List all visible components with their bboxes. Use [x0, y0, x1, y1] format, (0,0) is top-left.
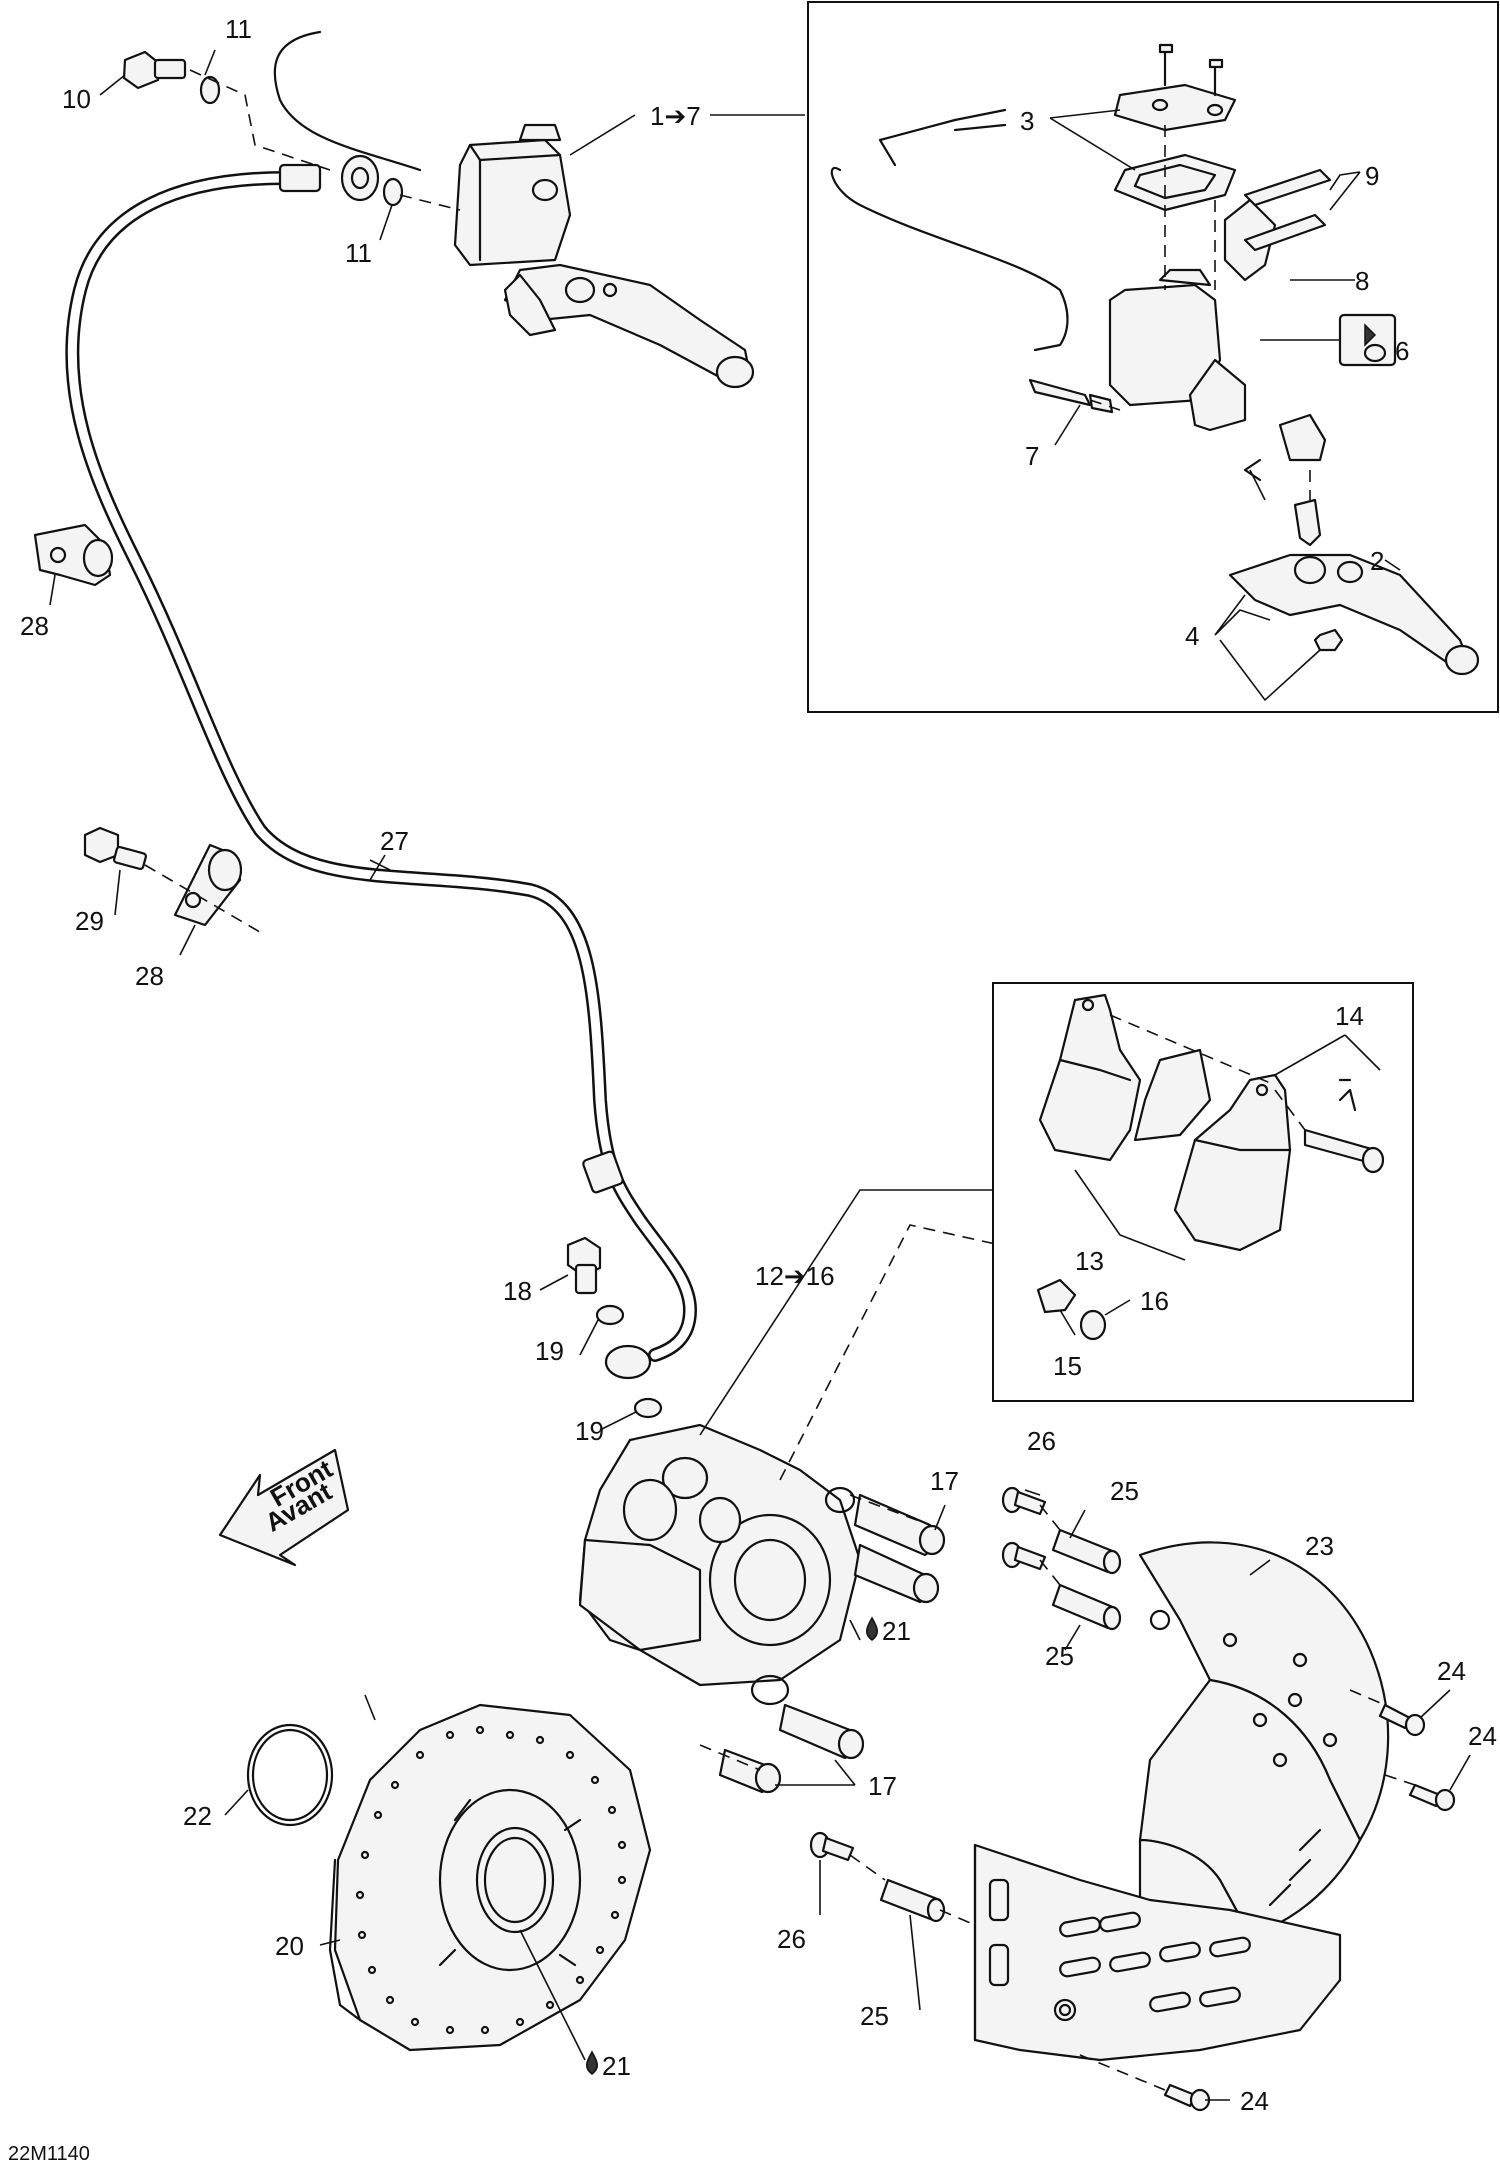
label-part-26-upper: 26: [1027, 1426, 1056, 1456]
label-part-19-upper: 19: [535, 1336, 564, 1366]
guard-screw-3: [1163, 2083, 1211, 2112]
label-part-27: 27: [380, 826, 409, 856]
brake-pads-detail: [1036, 993, 1385, 1341]
caliper-washer-bottom: [633, 1397, 663, 1419]
clamp-bolt: [83, 826, 147, 871]
label-part-7: 7: [1025, 441, 1039, 471]
brake-caliper: [578, 1423, 862, 1706]
label-part-25-lower: 25: [860, 2001, 889, 2031]
guard-bracket: [973, 1843, 1342, 2062]
label-part-1-to-7: 1➔7: [650, 101, 701, 131]
label-part-23: 23: [1305, 1531, 1334, 1561]
label-part-16: 16: [1140, 1286, 1169, 1316]
label-part-21-disc: 21: [602, 2051, 631, 2081]
label-part-13: 13: [1075, 1246, 1104, 1276]
label-part-20: 20: [275, 1931, 304, 1961]
guard-bolt-lower: [809, 1831, 855, 1862]
caliper-bolt-lower-1: [778, 1703, 865, 1760]
master-cylinder-detail-box: [807, 1, 1499, 713]
banjo-fitting: [340, 154, 380, 202]
label-part-21-caliper: 21: [882, 1616, 911, 1646]
label-part-22: 22: [183, 1801, 212, 1831]
caliper-banjo-fitting: [604, 1344, 652, 1380]
guard-screw-2: [1408, 1783, 1456, 1812]
caliper-bolt-lower-2: [718, 1748, 782, 1794]
label-part-6: 6: [1395, 336, 1409, 366]
label-part-29: 29: [75, 906, 104, 936]
label-part-11-bottom: 11: [345, 238, 372, 268]
disc-guard: [1138, 1541, 1390, 1943]
spacer-lower: [879, 1878, 946, 1923]
o-ring: [246, 1723, 334, 1827]
caliper-washer-top: [595, 1304, 625, 1326]
brake-disc: [328, 1703, 652, 2052]
label-part-24-middle: 24: [1468, 1721, 1497, 1751]
guard-bolt-middle: [1001, 1541, 1047, 1571]
label-part-9: 9: [1365, 161, 1379, 191]
label-part-11-top: 11: [225, 14, 252, 44]
label-part-12-to-16: 12➔16: [755, 1261, 835, 1291]
label-part-8: 8: [1355, 266, 1369, 296]
label-part-17-upper: 17: [930, 1466, 959, 1496]
guard-bolt-upper: [1001, 1486, 1047, 1516]
banjo-bolt: [122, 50, 187, 90]
spacer-upper: [1051, 1528, 1122, 1575]
caliper-banjo-bolt: [566, 1236, 602, 1295]
guard-screw-1: [1378, 1703, 1426, 1737]
spacer-middle: [1051, 1583, 1122, 1631]
label-part-18: 18: [503, 1276, 532, 1306]
sealing-washer-top: [199, 75, 221, 105]
sealing-washer-bottom: [382, 177, 404, 207]
label-part-24-lower: 24: [1240, 2086, 1269, 2116]
label-part-2: 2: [1370, 546, 1384, 576]
master-cylinder-assembly: [453, 123, 755, 389]
caliper-bolt-upper-2: [853, 1543, 940, 1604]
drawing-code: 22M1140: [8, 2143, 90, 2165]
brake-hose: [65, 163, 697, 1362]
label-part-17-lower: 17: [868, 1771, 897, 1801]
label-part-3: 3: [1020, 106, 1034, 136]
label-part-25-middle: 25: [1045, 1641, 1074, 1671]
label-part-4: 4: [1185, 621, 1199, 651]
brake-light-wire: [273, 30, 422, 172]
hose-clamp-lower: [173, 843, 243, 927]
label-part-14: 14: [1335, 1001, 1364, 1031]
lubricant-drop-icon-caliper: [866, 1616, 878, 1641]
caliper-bolt-upper-1: [853, 1493, 946, 1557]
master-cylinder-detail: [830, 43, 1480, 676]
lubricant-drop-icon-disc: [586, 2050, 598, 2075]
label-part-10: 10: [62, 84, 91, 114]
label-part-28-lower: 28: [135, 961, 164, 991]
front-direction-arrow: Front Avant: [218, 1448, 350, 1567]
label-part-28-upper: 28: [20, 611, 49, 641]
brake-pad-detail-box: [992, 982, 1414, 1402]
hose-clamp-upper: [33, 523, 114, 587]
label-part-15: 15: [1053, 1351, 1082, 1381]
label-part-19-lower: 19: [575, 1416, 604, 1446]
label-part-26-lower: 26: [777, 1924, 806, 1954]
label-part-25-upper: 25: [1110, 1476, 1139, 1506]
disc-holes: [355, 1725, 627, 2035]
label-part-24-upper: 24: [1437, 1656, 1466, 1686]
